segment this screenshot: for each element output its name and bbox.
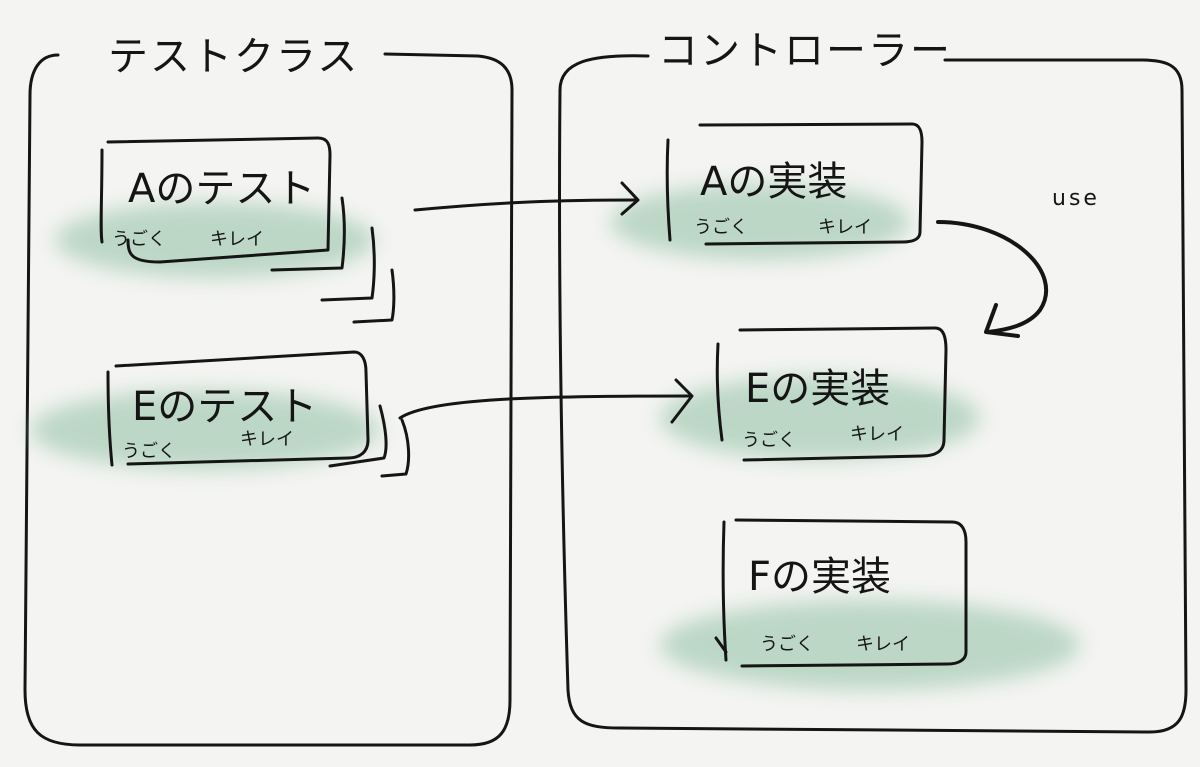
test-box-e-left-label: うごく — [122, 441, 176, 462]
test-box-e-title: Eのテスト — [132, 384, 317, 430]
test-box-a-title: Aのテスト — [128, 166, 315, 212]
impl-box-a-right-label: キレイ — [818, 217, 872, 238]
impl-box-a-title: Aの実装 — [700, 159, 847, 205]
test-box-a-left-label: うごく — [112, 229, 166, 250]
impl-box-e-left-label: うごく — [742, 430, 796, 451]
impl-box-f-title: Fの実装 — [748, 554, 891, 600]
impl-box-a: Aの実装 うごく キレイ — [665, 122, 924, 246]
test-box-a-right-label: キレイ — [210, 229, 264, 250]
impl-box-e: Eの実装 うごく キレイ — [715, 326, 948, 462]
impl-box-e-right-label: キレイ — [850, 424, 904, 445]
impl-box-e-title: Eの実装 — [745, 366, 890, 412]
impl-box-f: Fの実装 うごく キレイ — [714, 518, 968, 668]
arrow-use-impl-a-to-impl-e: use — [936, 186, 1100, 338]
arrow-test-a-to-impl-a — [413, 181, 640, 216]
use-label: use — [1052, 186, 1100, 211]
impl-box-f-right-label: キレイ — [856, 634, 910, 655]
test-column-title: テストクラス — [108, 34, 359, 80]
arrow-test-e-to-impl-e — [398, 378, 694, 424]
controller-column: コントローラー — [557, 28, 1188, 734]
controller-column-title: コントローラー — [658, 28, 952, 74]
test-box-e: Eのテスト うごく キレイ — [106, 350, 411, 478]
impl-box-a-left-label: うごく — [694, 217, 748, 238]
impl-box-f-left-label: うごく — [760, 634, 814, 655]
green-highlights — [30, 184, 1080, 690]
test-box-a: Aのテスト うごく キレイ — [99, 136, 396, 324]
test-column: テストクラス — [23, 34, 514, 747]
test-box-e-right-label: キレイ — [240, 429, 294, 450]
